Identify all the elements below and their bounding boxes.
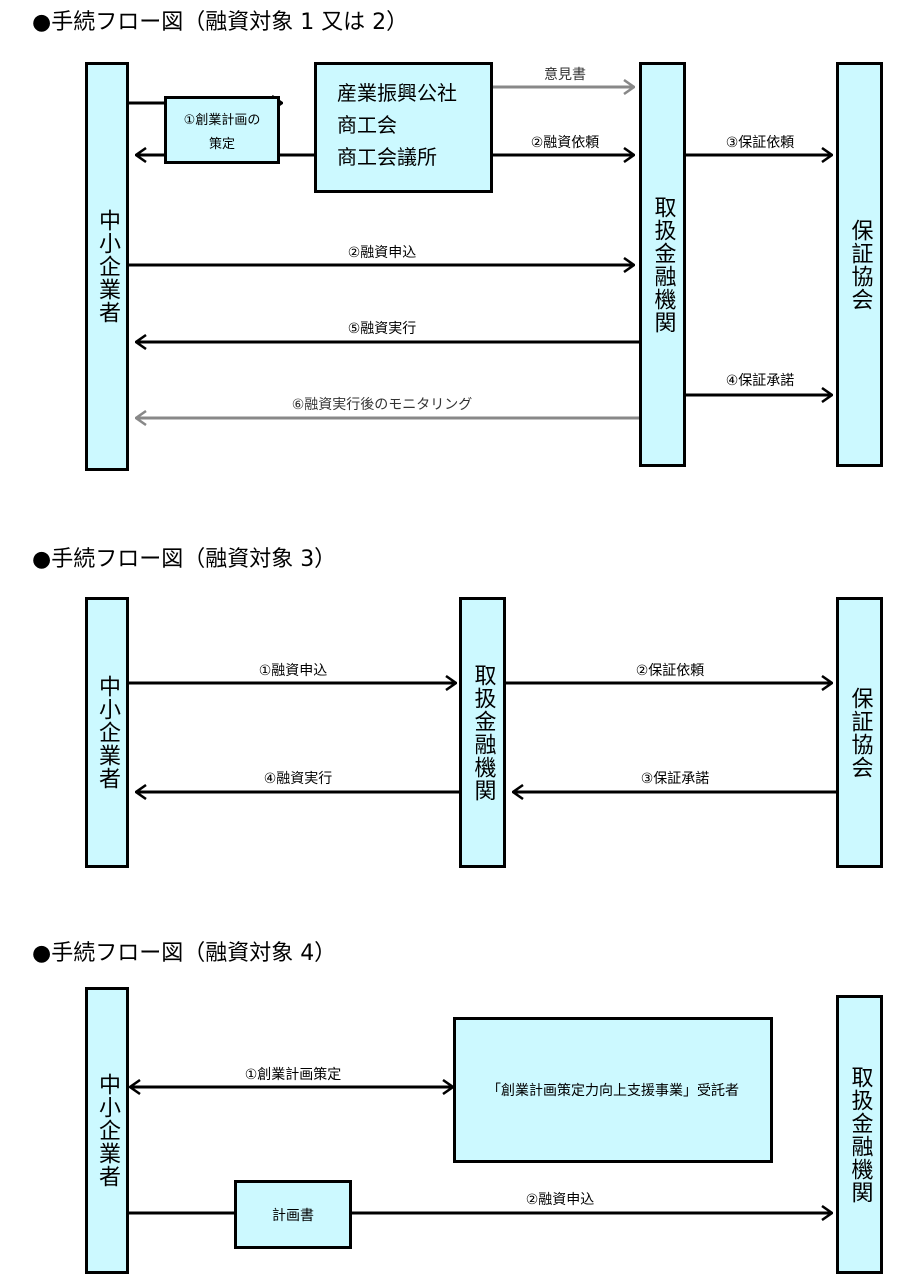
diagram2-heading: ●手続フロー図（融資対象 3） bbox=[32, 547, 337, 572]
support-org-2: 商工会 bbox=[337, 113, 397, 137]
bank-box-1: 取扱金融機関 bbox=[639, 62, 686, 467]
sme-box-3: 中小企業者 bbox=[85, 987, 129, 1274]
guarantee-box-1: 保証協会 bbox=[836, 62, 883, 467]
guarantee-label-1: 保証協会 bbox=[847, 218, 873, 311]
label-guarantee-approval-2: ③保証承諾 bbox=[640, 771, 710, 787]
label-loan-execution-2: ④融資実行 bbox=[263, 771, 333, 787]
label-opinion: 意見書 bbox=[544, 67, 586, 83]
label-business-plan: ①創業計画策定 bbox=[244, 1067, 342, 1083]
support-orgs-box: 産業振興公社 商工会 商工会議所 bbox=[314, 62, 493, 193]
sme-label-3: 中小企業者 bbox=[95, 1073, 120, 1188]
diagram3-heading: ●手続フロー図（融資対象 4） bbox=[32, 941, 337, 966]
sme-box-1: 中小企業者 bbox=[85, 62, 129, 471]
plan-box: ①創業計画の 策定 bbox=[164, 96, 280, 164]
label-loan-application-3: ②融資申込 bbox=[525, 1192, 595, 1208]
label-guarantee-request: ③保証依頼 bbox=[725, 135, 795, 151]
diagram1-heading: ●手続フロー図（融資対象 1 又は 2） bbox=[32, 10, 409, 35]
plan-doc-box: 計画書 bbox=[234, 1180, 352, 1249]
contractor-box: 「創業計画策定力向上支援事業」受託者 bbox=[453, 1017, 773, 1163]
bank-label-1: 取扱金融機関 bbox=[650, 195, 676, 334]
bank-label-3: 取扱金融機関 bbox=[847, 1065, 873, 1204]
label-loan-application-2: ①融資申込 bbox=[258, 663, 328, 679]
support-org-3: 商工会議所 bbox=[337, 145, 437, 169]
bank-box-2: 取扱金融機関 bbox=[459, 597, 506, 868]
sme-box-2: 中小企業者 bbox=[85, 597, 129, 868]
label-monitoring: ⑥融資実行後のモニタリング bbox=[291, 397, 473, 413]
label-loan-execution-1: ⑤融資実行 bbox=[347, 321, 417, 337]
support-org-1: 産業振興公社 bbox=[337, 81, 457, 105]
plan-box-line2: 策定 bbox=[208, 137, 235, 152]
label-loan-request: ②融資依頼 bbox=[530, 135, 600, 151]
sme-label-2: 中小企業者 bbox=[95, 675, 120, 790]
label-loan-application-1: ②融資申込 bbox=[347, 245, 417, 261]
plan-box-line1: ①創業計画の bbox=[183, 113, 261, 128]
guarantee-label-2: 保証協会 bbox=[847, 686, 873, 779]
guarantee-box-2: 保証協会 bbox=[836, 597, 883, 868]
label-guarantee-request-2: ②保証依頼 bbox=[635, 663, 705, 679]
sme-label-1: 中小企業者 bbox=[95, 209, 120, 324]
label-guarantee-approval-1: ④保証承諾 bbox=[725, 373, 795, 389]
contractor-label: 「創業計画策定力向上支援事業」受託者 bbox=[487, 1083, 739, 1099]
bank-box-3: 取扱金融機関 bbox=[836, 995, 883, 1274]
plan-doc-label: 計画書 bbox=[272, 1207, 314, 1224]
bank-label-2: 取扱金融機関 bbox=[470, 663, 496, 802]
